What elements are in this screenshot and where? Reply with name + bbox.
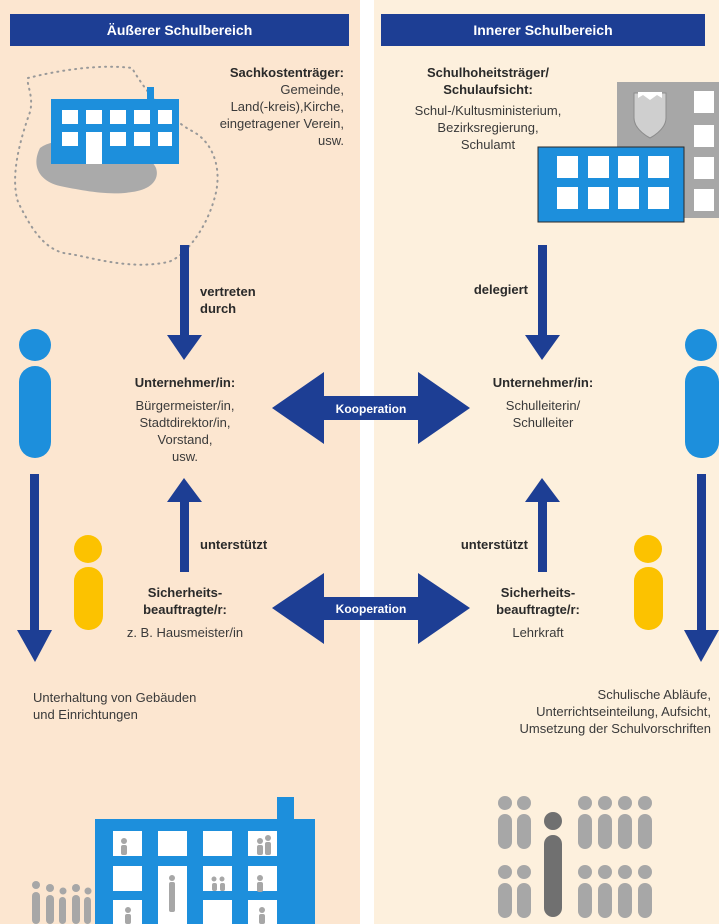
safety-officer-left-icon [74, 535, 103, 630]
arrow-support-left [167, 478, 202, 572]
territory-outline [14, 65, 219, 266]
sicherheit-right-block: Sicherheits- beauftragte/r: Lehrkraft [478, 584, 598, 641]
arrow-school-processes [684, 474, 719, 662]
unternehmer-left-line: Bürgermeister/in, [135, 398, 235, 413]
school-processes-text: Schulische Abläufe, Unterrichtseinteilun… [445, 686, 711, 737]
school-processes-line: Schulische Abläufe, [597, 687, 711, 702]
hoheit-line: Bezirksregierung, [437, 120, 539, 135]
inner-school-header: Innerer Schulbereich [381, 14, 705, 46]
person-entrepreneur-left-icon [19, 329, 51, 458]
sachkosten-line: eingetragener Verein, [219, 116, 344, 131]
label-delegiert: delegiert [473, 282, 528, 297]
sachkosten-line: Gemeinde, [280, 82, 344, 97]
maintenance-line: und Einrichtungen [33, 707, 138, 722]
label-durch: durch [200, 301, 237, 316]
label-vertreten-durch: vertreten durch [200, 283, 300, 317]
unternehmer-left-line: Vorstand, [157, 432, 213, 447]
sicherheit-right-title-2: beauftragte/r: [496, 602, 580, 617]
unternehmer-right-block: Unternehmer/in: Schulleiterin/ Schulleit… [473, 374, 613, 431]
sicherheit-right-detail: Lehrkraft [512, 625, 564, 640]
safety-officer-right-icon [634, 535, 663, 630]
maintenance-line: Unterhaltung von Gebäuden [33, 690, 197, 705]
cooperation-label-bottom: Kooperation [336, 602, 407, 616]
unternehmer-left-line: Stadtdirektor/in, [139, 415, 231, 430]
unternehmer-left-line: usw. [171, 449, 198, 464]
sicherheit-right-title: Sicherheits- [500, 585, 576, 600]
hoheit-title: Schulhoheitsträger/ [426, 65, 550, 80]
sachkosten-line: Land(-kreis),Kirche, [230, 99, 344, 114]
label-vertreten: vertreten [200, 284, 256, 299]
label-unterstuetzt-left: unterstützt [200, 537, 268, 552]
unternehmer-right-line: Schulleiterin/ [505, 398, 581, 413]
arrow-support-right [525, 478, 560, 572]
unternehmer-left-title: Unternehmer/in: [134, 375, 236, 390]
school-processes-line: Umsetzung der Schulvorschriften [519, 721, 711, 736]
unternehmer-right-title: Unternehmer/in: [492, 375, 594, 390]
maintenance-text: Unterhaltung von Gebäuden und Einrichtun… [33, 689, 283, 723]
arrow-maintenance [17, 474, 52, 662]
school-authority-icon [537, 146, 685, 223]
arrow-vertreten [167, 245, 202, 360]
sicherheit-left-title: Sicherheits- [147, 585, 223, 600]
sicherheit-left-title-2: beauftragte/r: [143, 602, 227, 617]
town-hall-icon [51, 87, 179, 164]
school-processes-line: Unterrichtseinteilung, Aufsicht, [536, 704, 711, 719]
outer-school-header: Äußerer Schulbereich [10, 14, 349, 46]
small-crowd-icon [32, 881, 92, 924]
sachkosten-line: usw. [317, 133, 344, 148]
hoheit-block: Schulhoheitsträger/ Schulaufsicht: Schul… [388, 64, 588, 153]
label-unterstuetzt-right: unterstützt [460, 537, 528, 552]
arrow-delegiert [525, 245, 560, 360]
sachkosten-title: Sachkostenträger: [229, 65, 344, 80]
sachkosten-block: Sachkostenträger: Gemeinde, Land(-kreis)… [190, 64, 344, 149]
school-building-icon [95, 797, 315, 924]
sicherheit-left-detail: z. B. Hausmeister/in [126, 625, 244, 640]
unternehmer-right-line: Schulleiter [512, 415, 574, 430]
cooperation-arrow-bottom [272, 573, 470, 644]
cooperation-label-top: Kooperation [336, 402, 407, 416]
hoheit-line: Schulamt [460, 137, 516, 152]
hoheit-line: Schul-/Kultusministerium, [414, 103, 562, 118]
cooperation-arrow-top [272, 372, 470, 444]
class-crowd-icon [498, 796, 652, 918]
unternehmer-left-block: Unternehmer/in: Bürgermeister/in, Stadtd… [110, 374, 260, 465]
sicherheit-left-block: Sicherheits- beauftragte/r: z. B. Hausme… [110, 584, 260, 641]
person-entrepreneur-right-icon [685, 329, 719, 458]
hoheit-title-2: Schulaufsicht: [443, 82, 533, 97]
